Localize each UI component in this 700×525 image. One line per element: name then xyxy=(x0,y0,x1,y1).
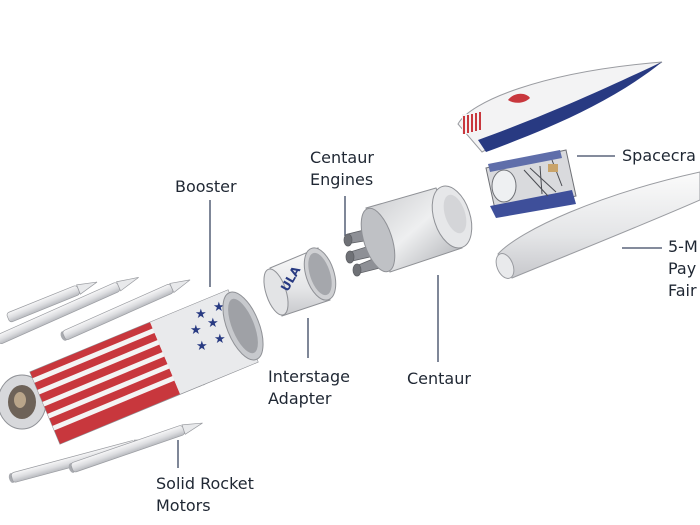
label-fairing-line2: Pay xyxy=(668,259,697,278)
srm-6 xyxy=(68,422,203,473)
label-spacecraft-text: Spacecra xyxy=(622,146,696,165)
label-interstage-adapter: Interstage Adapter xyxy=(268,366,350,410)
label-centaur-text: Centaur xyxy=(407,369,471,388)
svg-text:★: ★ xyxy=(207,316,219,331)
label-booster-text: Booster xyxy=(175,177,237,196)
interstage-adapter: ULA xyxy=(263,247,337,317)
svg-text:★: ★ xyxy=(213,300,225,315)
svg-text:★: ★ xyxy=(214,332,226,347)
label-interstage-line1: Interstage xyxy=(268,367,350,386)
label-centaur-engines-line2: Engines xyxy=(310,170,374,189)
label-solid-rocket-motors: Solid Rocket Motors xyxy=(156,473,254,517)
booster: ★★★ ★★★ ★★★ xyxy=(0,289,264,445)
spacecraft-antenna-dish xyxy=(491,169,517,203)
label-centaur-engines: Centaur Engines xyxy=(310,147,374,191)
label-centaur: Centaur xyxy=(407,368,471,390)
svg-text:★: ★ xyxy=(196,339,208,354)
label-fairing-line1: 5-M xyxy=(668,237,698,256)
srm-2 xyxy=(6,281,98,323)
srm-1 xyxy=(0,277,139,344)
label-interstage-line2: Adapter xyxy=(268,389,332,408)
label-srm-line1: Solid Rocket xyxy=(156,474,254,493)
fairing-flag xyxy=(462,112,482,134)
srm-3 xyxy=(60,279,191,341)
label-booster: Booster xyxy=(175,176,237,198)
leader-lines xyxy=(177,155,662,468)
label-payload-fairing: 5-M Pay Fair xyxy=(668,236,698,302)
payload-fairing-lower xyxy=(495,171,700,279)
centaur-stage xyxy=(343,185,473,277)
label-centaur-engines-line1: Centaur xyxy=(310,148,374,167)
label-srm-line2: Motors xyxy=(156,496,211,515)
spacecraft xyxy=(485,149,577,218)
svg-text:★: ★ xyxy=(190,323,202,338)
label-fairing-line3: Fair xyxy=(668,281,697,300)
label-spacecraft: Spacecra xyxy=(622,145,696,167)
svg-text:★: ★ xyxy=(195,307,207,322)
payload-fairing-upper xyxy=(457,61,663,153)
